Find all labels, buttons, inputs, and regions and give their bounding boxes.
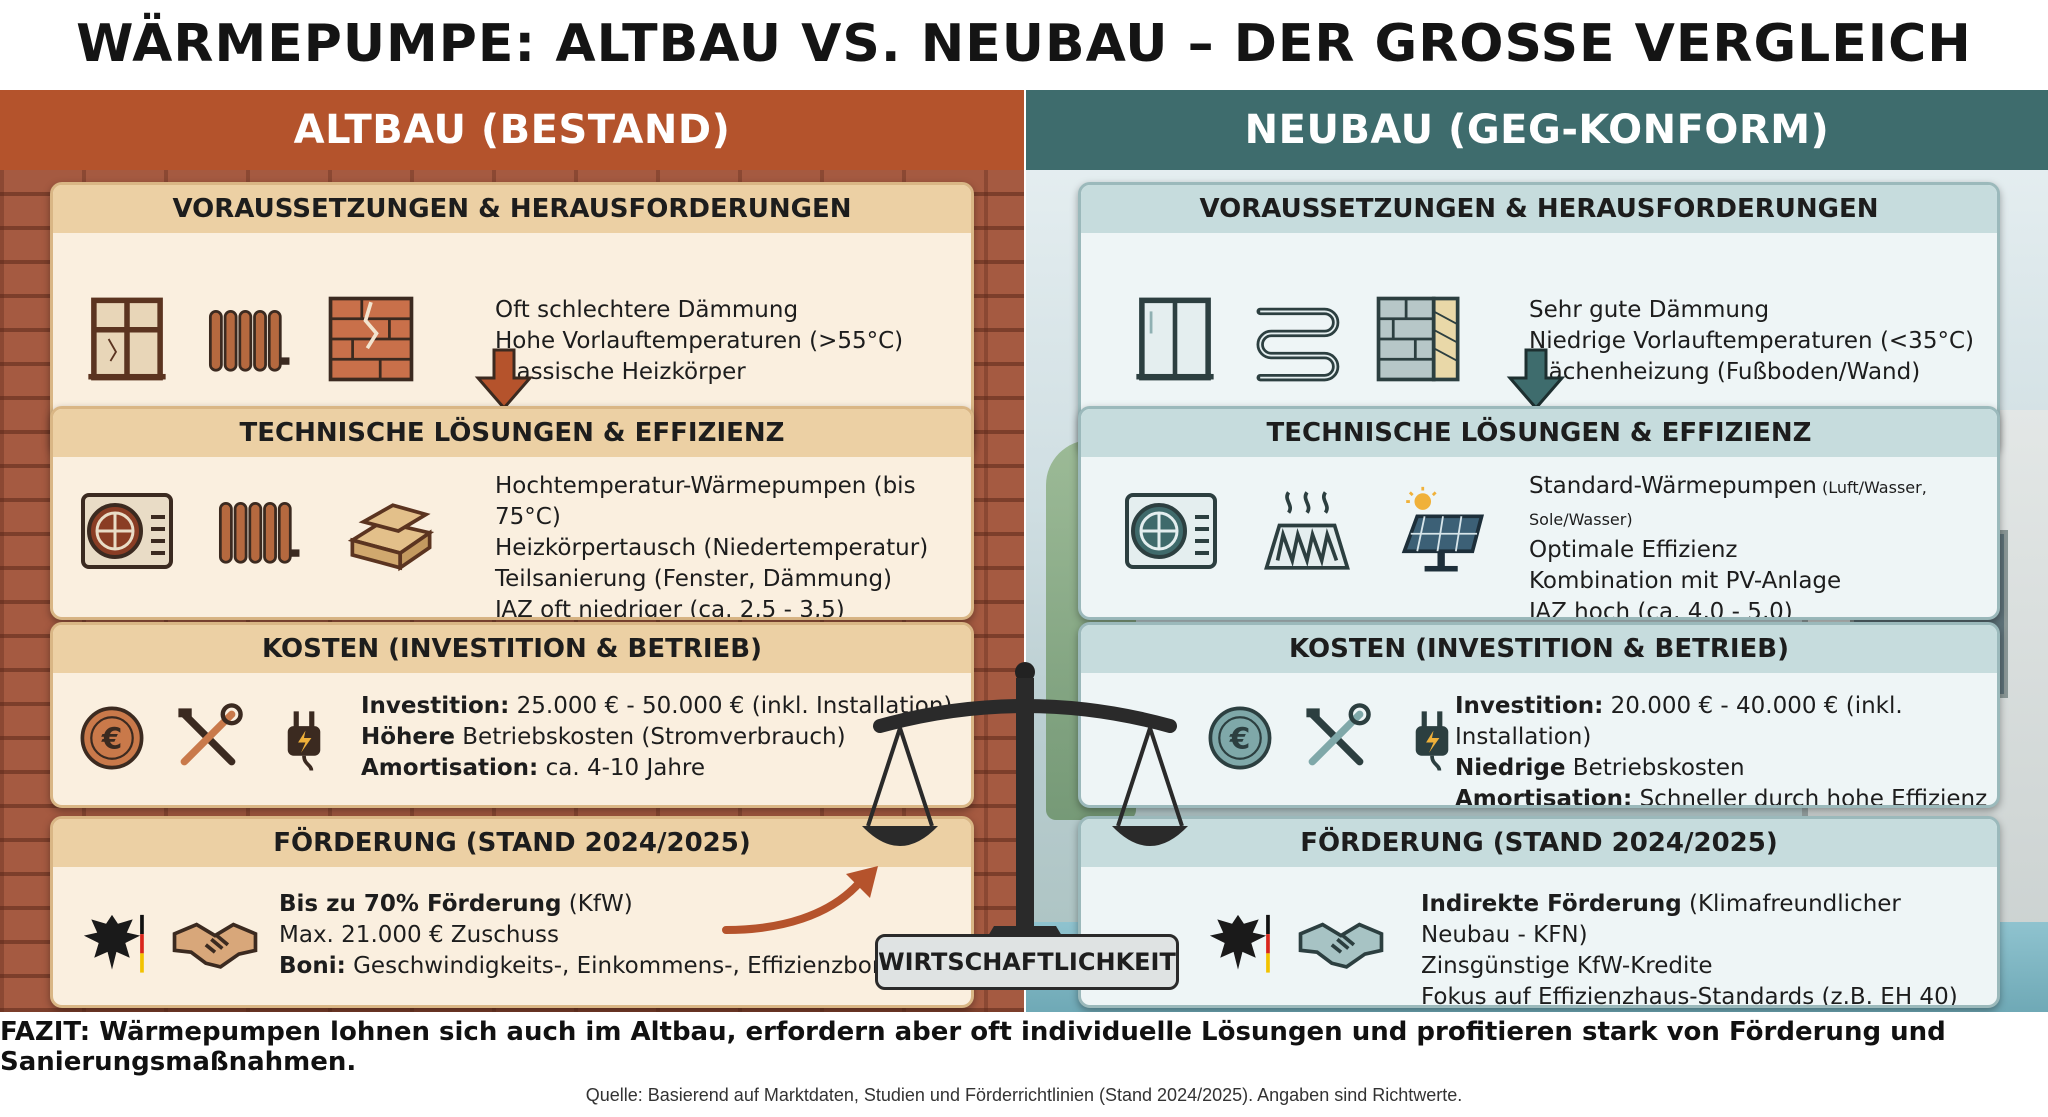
- text-line: Investition: 20.000 € - 40.000 € (inkl. …: [1455, 693, 1903, 750]
- text-line: Boni: Geschwindigkeits-, Einkommens-, Ef…: [279, 953, 913, 979]
- text-line: Niedrige Betriebskosten: [1455, 755, 1745, 781]
- heat-pump-unit-icon: [71, 481, 183, 581]
- curved-arrow-icon: [722, 866, 878, 934]
- text-line: Standard-Wärmepumpen (Luft/Wasser, Sole/…: [1529, 473, 1927, 529]
- card-title: VORAUSSETZUNGEN & HERAUSFORDERUNGEN: [1081, 185, 1997, 233]
- wirtschaftlichkeit-badge: WIRTSCHAFTLICHKEIT: [875, 934, 1179, 990]
- neubau-kosten-card: KOSTEN (INVESTITION & BETRIEB) Investiti…: [1078, 622, 2000, 808]
- german-eagle-icon: [1201, 906, 1275, 980]
- text-line: JAZ hoch (ca. 4,0 - 5,0): [1529, 599, 1793, 620]
- card-title: KOSTEN (INVESTITION & BETRIEB): [1081, 625, 1997, 673]
- arrow-down-icon: [474, 348, 534, 410]
- radiator-icon: [213, 485, 305, 577]
- neubau-panel: NEUBAU (GEG-KONFORM) VORAUSSETZUNGEN & H…: [1026, 90, 2048, 1012]
- text-line: Bis zu 70% Förderung (KfW): [279, 891, 633, 917]
- text-line: Teilsanierung (Fenster, Dämmung): [495, 566, 893, 592]
- conclusion-text: FAZIT: Wärmepumpen lohnen sich auch im A…: [0, 1017, 1946, 1077]
- old-window-icon: [81, 293, 173, 385]
- text-line: Investition: 25.000 € - 50.000 € (inkl. …: [361, 693, 953, 719]
- card-title: KOSTEN (INVESTITION & BETRIEB): [53, 625, 971, 673]
- tools-icon: [171, 701, 245, 775]
- text-line: Höhere Betriebskosten (Stromverbrauch): [361, 724, 846, 750]
- page-title: WÄRMEPUMPE: ALTBAU VS. NEUBAU – DER GROS…: [76, 14, 1972, 74]
- card-title: FÖRDERUNG (STAND 2024/2025): [53, 819, 971, 867]
- text-line: Oft schlechtere Dämmung: [495, 297, 799, 323]
- handshake-icon: [1295, 897, 1387, 989]
- german-eagle-icon: [75, 906, 149, 980]
- euro-coin-icon: [1203, 701, 1277, 775]
- altbau-technik-card: TECHNISCHE LÖSUNGEN & EFFIZIENZ Hochtemp…: [50, 406, 974, 620]
- text-line: Optimale Effizienz: [1529, 537, 1738, 563]
- euro-coin-icon: [75, 701, 149, 775]
- modern-window-icon: [1129, 293, 1221, 385]
- text-line: Sehr gute Dämmung: [1529, 297, 1770, 323]
- card-title: TECHNISCHE LÖSUNGEN & EFFIZIENZ: [53, 409, 971, 457]
- altbau-kosten-card: KOSTEN (INVESTITION & BETRIEB) Investiti…: [50, 622, 974, 808]
- radiator-icon: [203, 293, 295, 385]
- power-plug-icon: [267, 701, 341, 775]
- text-line: Zinsgünstige KfW-Kredite: [1421, 953, 1713, 979]
- text-line: Hochtemperatur-Wärmepumpen (bis 75°C): [495, 473, 916, 530]
- cracked-wall-icon: [325, 293, 417, 385]
- altbau-header: ALTBAU (BESTAND): [0, 90, 1024, 170]
- tools-icon: [1299, 701, 1373, 775]
- text-line: Max. 21.000 € Zuschuss: [279, 922, 559, 948]
- handshake-icon: [169, 897, 261, 989]
- card-title: VORAUSSETZUNGEN & HERAUSFORDERUNGEN: [53, 185, 971, 233]
- text-line: Flächenheizung (Fußboden/Wand): [1529, 359, 1921, 385]
- balance-scale-icon: [862, 662, 1188, 966]
- text-line: Amortisation: ca. 4-10 Jahre: [361, 755, 706, 781]
- text-line: Amortisation: Schneller durch hohe Effiz…: [1455, 786, 1988, 808]
- underfloor-heating-coil-icon: [1251, 293, 1343, 385]
- neubau-technik-card: TECHNISCHE LÖSUNGEN & EFFIZIENZ Standard…: [1078, 406, 2000, 620]
- insulated-wall-icon: [1373, 293, 1465, 385]
- text-line: Fokus auf Effizienzhaus-Standards (z.B. …: [1421, 984, 1958, 1008]
- card-title: TECHNISCHE LÖSUNGEN & EFFIZIENZ: [1081, 409, 1997, 457]
- text-line: Heizkörpertausch (Niedertemperatur): [495, 535, 929, 561]
- text-line: Niedrige Vorlauftemperaturen (<35°C): [1529, 328, 1974, 354]
- card-title: FÖRDERUNG (STAND 2024/2025): [1081, 819, 1997, 867]
- source-note: Quelle: Basierend auf Marktdaten, Studie…: [585, 1084, 1463, 1105]
- text-line: Klassische Heizkörper: [495, 359, 746, 385]
- text-line: Hohe Vorlauftemperaturen (>55°C): [495, 328, 904, 354]
- arrow-down-icon: [1506, 348, 1566, 410]
- floor-heating-icon: [1253, 485, 1361, 577]
- solar-panel-icon: [1387, 485, 1499, 577]
- text-line: Kombination mit PV-Anlage: [1529, 568, 1842, 594]
- neubau-foerderung-card: FÖRDERUNG (STAND 2024/2025) Indirekte Fö…: [1078, 816, 2000, 1008]
- neubau-header: NEUBAU (GEG-KONFORM): [1026, 90, 2048, 170]
- text-line: Indirekte Förderung (Klimafreundlicher N…: [1421, 891, 1901, 948]
- heat-pump-unit-icon: [1115, 481, 1227, 581]
- text-line: JAZ oft niedriger (ca. 2,5 - 3,5): [495, 597, 845, 620]
- insulation-icon: [335, 485, 447, 577]
